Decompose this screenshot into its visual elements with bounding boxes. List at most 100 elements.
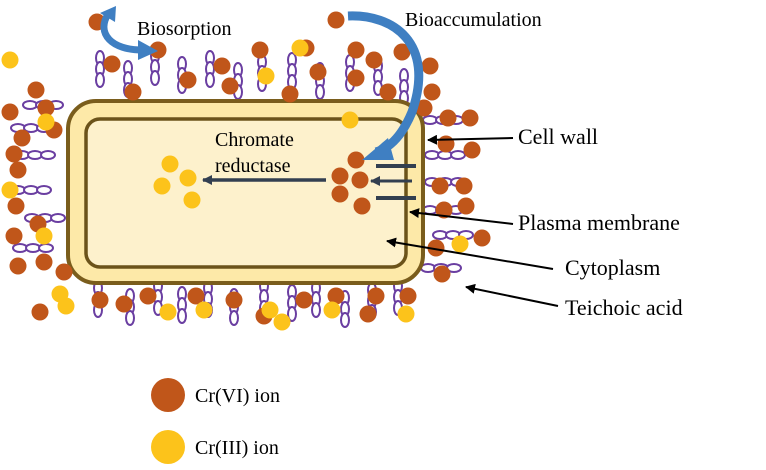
cr6-ion: [251, 41, 269, 59]
cr6-ion: [9, 161, 27, 179]
teichoic-link: [12, 243, 28, 253]
teichoic-acid-chain: [233, 62, 243, 100]
cr6-ion: [437, 135, 455, 153]
cr6-ion: [431, 177, 449, 195]
chromate-reductase-label-line1: Chromate: [215, 129, 294, 151]
cr6-ion: [331, 167, 349, 185]
legend-cr6-swatch: [151, 378, 185, 412]
teichoic-link: [23, 185, 39, 195]
teichoic-acid-chain: [287, 52, 297, 90]
teichoic-link: [36, 185, 52, 195]
teichoic-link: [450, 150, 466, 160]
teichoic-acid-chain: [177, 286, 187, 324]
teichoic-link: [22, 100, 38, 110]
cr6-ion: [27, 81, 45, 99]
cr6-ion: [5, 145, 23, 163]
cr6-ion: [331, 185, 349, 203]
cr6-ion: [435, 201, 453, 219]
cr6-ion: [347, 41, 365, 59]
pointer-arrows: [386, 134, 559, 307]
cr6-ion: [359, 305, 377, 323]
teichoic-acid-label: Teichoic acid: [565, 295, 683, 320]
cr3-ion: [35, 227, 53, 245]
channel-bar: [376, 196, 416, 200]
cr3-ion: [341, 111, 359, 129]
cr6-ion: [35, 253, 53, 271]
bioaccumulation-arrow-icon: [347, 11, 424, 160]
teichoic-link: [340, 312, 350, 328]
cr6-ion: [5, 227, 23, 245]
cr6-ion: [179, 71, 197, 89]
cr6-ion: [367, 287, 385, 305]
cr3-ion: [273, 313, 291, 331]
cr6-ion: [433, 265, 451, 283]
teichoic-link: [38, 243, 54, 253]
cr3-ion: [37, 113, 55, 131]
cr6-ion: [379, 83, 397, 101]
cr6-ion: [455, 177, 473, 195]
cr6-ion: [347, 151, 365, 169]
cr6-ion: [225, 291, 243, 309]
teichoic-acid-chain: [311, 280, 321, 318]
cr6-ion: [91, 291, 109, 309]
cr3-ion: [1, 181, 19, 199]
cr6-ion: [9, 257, 27, 275]
cr6-ion: [213, 57, 231, 75]
cr6-ion: [149, 41, 167, 59]
teichoic-acid-chain: [95, 50, 105, 88]
cr6-ion: [103, 55, 121, 73]
teichoic-link: [50, 213, 66, 223]
cr3-ion: [195, 301, 213, 319]
bioaccumulation-label: Bioaccumulation: [405, 9, 542, 31]
cell-wall-label: Cell wall: [518, 124, 598, 149]
teichoic-link: [27, 150, 43, 160]
ion-layer: [1, 11, 491, 331]
biosorption-arrow-icon: [100, 6, 158, 60]
cr6-ion: [295, 291, 313, 309]
legend-cr6-label: Cr(VI) ion: [195, 385, 280, 407]
cr3-ion: [397, 305, 415, 323]
teichoic-acid-chain: [432, 230, 474, 240]
teichoic-link: [229, 310, 239, 326]
cr3-ion: [261, 301, 279, 319]
cr6-ion: [55, 263, 73, 281]
teichoic-acid-chain: [287, 284, 297, 322]
cr3-ion: [451, 235, 469, 253]
biosorption-label: Biosorption: [137, 18, 231, 40]
teichoic-link: [432, 230, 448, 240]
cytoplasm-label: Cytoplasm: [565, 255, 660, 280]
legend-cr3-label: Cr(III) ion: [195, 437, 279, 459]
teichoic-link: [40, 150, 56, 160]
cr6-ion: [423, 83, 441, 101]
cr6-ion: [473, 229, 491, 247]
cr3-ion: [183, 191, 201, 209]
teichoic-link: [311, 302, 321, 318]
chromate-reductase-label-line2: reductase: [215, 155, 291, 177]
teichoic-link: [125, 310, 135, 326]
cr3-ion: [161, 155, 179, 173]
cr3-ion: [57, 297, 75, 315]
legend: Cr(VI) ion Cr(III) ion: [151, 378, 280, 464]
teichoic-link: [150, 70, 160, 86]
cr6-ion: [457, 197, 475, 215]
cr6-ion: [124, 83, 142, 101]
cr3-ion: [159, 303, 177, 321]
cr6-ion: [327, 11, 345, 29]
plasma-membrane-pointer: [409, 208, 514, 225]
teichoic-link: [177, 308, 187, 324]
cr6-ion: [351, 171, 369, 189]
cr3-ion: [179, 169, 197, 187]
cr6-ion: [347, 69, 365, 87]
cr6-ion: [37, 99, 55, 117]
plasma-membrane-label: Plasma membrane: [518, 210, 680, 235]
cr6-ion: [281, 85, 299, 103]
cr6-ion: [1, 103, 19, 121]
cr6-ion: [463, 141, 481, 159]
cr6-ion: [139, 287, 157, 305]
teichoic-link: [25, 243, 41, 253]
cytoplasm-pointer: [386, 237, 554, 270]
cr6-ion: [399, 287, 417, 305]
cr6-ion: [31, 303, 49, 321]
